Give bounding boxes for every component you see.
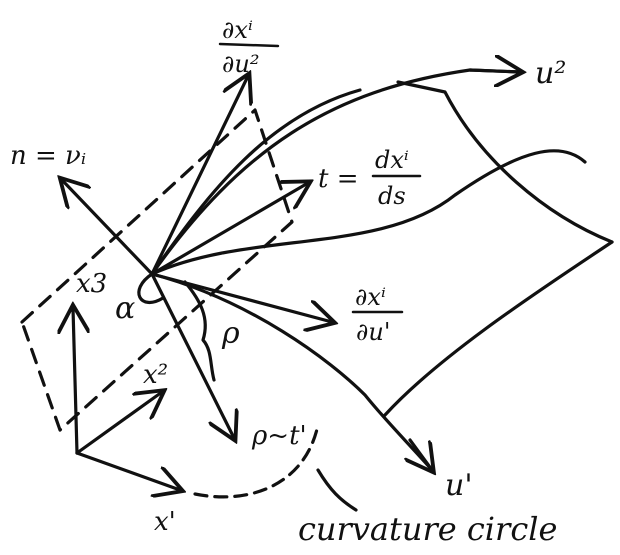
label-dxi-du2: ∂xⁱ ∂u² (218, 16, 280, 78)
dxi-du2-vector (150, 76, 248, 276)
dxi-du1-numerator: ∂xⁱ (355, 283, 386, 311)
dxi-du1-denominator: ∂u' (356, 318, 390, 346)
label-alpha: α (115, 291, 135, 326)
label-rho: ρ (221, 316, 240, 351)
label-dxi-du1: ∂xⁱ ∂u' (351, 283, 404, 346)
u1-curve-arrow (410, 438, 432, 470)
dxi-ds-denominator: ds (378, 182, 406, 210)
alpha-angle-arc (137, 272, 165, 305)
x3-axis (73, 308, 77, 455)
dxi-du2-denominator: ∂u² (222, 50, 260, 78)
rho-brace (183, 280, 216, 382)
surface-inner-curve (150, 149, 587, 276)
x1-axis (75, 451, 180, 490)
label-x1: x' (154, 507, 176, 537)
label-u2: u² (535, 56, 566, 91)
x2-axis (75, 392, 162, 455)
dxi-du1-vector (150, 272, 332, 322)
surface-patch (150, 68, 614, 472)
curvature-vector (150, 272, 234, 438)
label-u1: u' (445, 468, 473, 503)
curvature-circle-arc (193, 423, 320, 499)
tangent-vector (150, 183, 308, 276)
osculating-plane (20, 108, 294, 432)
label-x2: x² (143, 360, 168, 390)
label-normal: n = νᵢ (10, 141, 86, 171)
dxi-ds-numerator: dxⁱ (375, 146, 409, 174)
dxi-du2-fraction-bar (218, 42, 280, 48)
surface-edge-right (383, 240, 614, 417)
label-tangent: t = dxⁱ ds (318, 146, 422, 210)
curvature-circle-pointer (316, 468, 358, 512)
surface-edge-top-boundary (396, 80, 614, 244)
label-rho-t: ρ~t' (251, 421, 307, 451)
surface-edge-top (150, 68, 522, 276)
u2-curve-arrow (468, 70, 520, 72)
dxi-du2-numerator: ∂xⁱ (222, 16, 253, 44)
tangent-curve (150, 88, 362, 276)
normal-vector (62, 180, 154, 276)
label-curvature-circle: curvature circle (298, 510, 557, 548)
label-x3: x3 (76, 269, 107, 299)
tangent-t-eq: t = (318, 164, 359, 194)
